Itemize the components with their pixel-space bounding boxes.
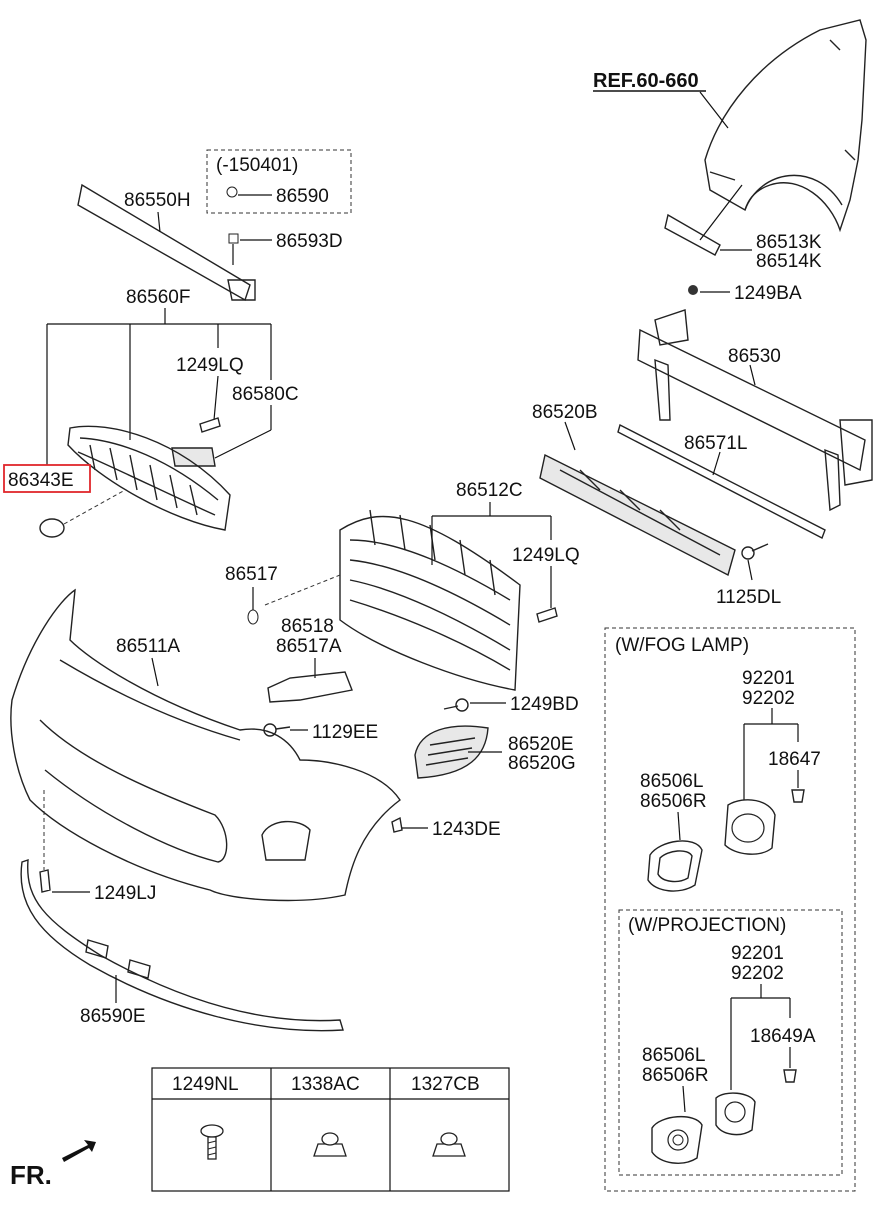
projection-title: (W/PROJECTION): [628, 915, 786, 936]
part-1249BD-label: 1249BD: [510, 694, 579, 715]
part-1243DE-label: 1243DE: [432, 819, 501, 840]
reinforcement-beam-drawing: [637, 328, 866, 472]
part-1249LQ-a-label: 1249LQ: [176, 355, 244, 376]
projection-box: [618, 909, 843, 1176]
part-86590-label: 86590: [276, 186, 329, 207]
nut-1338AC-icon: [313, 1132, 347, 1157]
variant-box: [206, 149, 352, 214]
grille-86560F-drawing: [67, 425, 231, 531]
variant-label: (-150401): [216, 155, 298, 176]
part-86590E-label: 86590E: [80, 1006, 146, 1027]
proj-18649A-label: 18649A: [750, 1026, 816, 1047]
fog-92201-label: 92201: [742, 668, 795, 689]
clip-86593D-icon: [228, 233, 239, 244]
fender-drawing: [704, 19, 867, 233]
part-86517A-label: 86517A: [276, 636, 342, 657]
lower-grille-86512C-drawing: [339, 515, 521, 691]
lower-lip-86590E-drawing: [20, 859, 344, 1032]
front-arrow-icon: [62, 1140, 96, 1162]
clip-86517-icon: [247, 609, 259, 625]
ref-leader: [699, 91, 729, 129]
bumper-cover-86511A-drawing: [10, 588, 401, 902]
part-86550H-label: 86550H: [124, 190, 191, 211]
rod-86571L-drawing: [617, 423, 826, 539]
screw-1249LJ-icon: [39, 869, 51, 893]
table-header-1338AC: 1338AC: [291, 1074, 360, 1095]
screw-18647-icon: [791, 789, 805, 803]
side-bracket-drawing: [664, 213, 721, 256]
fog-92202-label: 92202: [742, 688, 795, 709]
part-1249LQ-b-label: 1249LQ: [512, 545, 580, 566]
part-86518-label: 86518: [281, 616, 334, 637]
part-1125DL-label: 1125DL: [716, 587, 781, 608]
part-86580C-label: 86580C: [232, 384, 299, 405]
part-86513K-label: 86513K: [756, 232, 822, 253]
fastener-table: [151, 1067, 510, 1192]
fog-lamp-title: (W/FOG LAMP): [615, 635, 749, 656]
proj-92201-label: 92201: [731, 943, 784, 964]
fog-86506L-label: 86506L: [640, 771, 703, 792]
part-86560F-label: 86560F: [126, 287, 190, 308]
clip-86580C-icon: [171, 447, 216, 467]
projection-lamp-drawing: [715, 1092, 756, 1136]
part-1249LJ-label: 1249LJ: [94, 883, 156, 904]
beam-leader: [749, 364, 756, 386]
front-label: FR.: [10, 1160, 52, 1190]
screw-1249LQ-icon: [199, 417, 221, 433]
part-86520B-label: 86520B: [532, 402, 598, 423]
part-86514K-label: 86514K: [756, 251, 822, 272]
bracket-86518-drawing: [267, 671, 353, 703]
part-1249BA-label: 1249BA: [734, 283, 802, 304]
proj-86506L-label: 86506L: [642, 1045, 705, 1066]
proj-86506R-label: 86506R: [642, 1065, 709, 1086]
part-86530-label: 86530: [728, 346, 781, 367]
fog-lamp-box: [604, 627, 856, 1192]
fog-bezel-drawing: [647, 840, 703, 892]
clip-86590-icon: [226, 186, 238, 198]
fog-lamp-drawing: [724, 799, 776, 855]
part-86520G-label: 86520G: [508, 753, 576, 774]
fog-18647-label: 18647: [768, 749, 821, 770]
part-86517-label: 86517: [225, 564, 278, 585]
table-header-1249NL: 1249NL: [172, 1074, 239, 1095]
bolt-1249BA-icon: [688, 285, 698, 295]
part-86571L-label: 86571L: [684, 433, 747, 454]
table-header-1327CB: 1327CB: [411, 1074, 480, 1095]
part-1129EE-label: 1129EE: [312, 722, 378, 743]
part-86343E-label: 86343E: [8, 470, 74, 491]
fog-86506R-label: 86506R: [640, 791, 707, 812]
part-86343E-highlight-box: [3, 464, 91, 493]
part-86512C-label: 86512C: [456, 480, 523, 501]
bolt-1249BD-icon: [455, 698, 469, 712]
proj-92202-label: 92202: [731, 963, 784, 984]
part-86511A-label: 86511A: [116, 636, 180, 657]
projection-bezel-drawing: [651, 1115, 703, 1164]
bolt-1125DL-icon: [741, 546, 755, 560]
part-86520E-label: 86520E: [508, 734, 574, 755]
screw-18649A-icon: [783, 1069, 797, 1083]
screw-1249LQ-b-icon: [536, 607, 558, 623]
part-86593D-label: 86593D: [276, 231, 343, 252]
ref-label: REF.60-660: [593, 70, 699, 92]
nut-1327CB-icon: [432, 1132, 466, 1157]
screw-1243DE-icon: [391, 816, 403, 833]
screw-1249NL-icon: [200, 1124, 224, 1160]
emblem-86343E-icon: [39, 518, 65, 538]
